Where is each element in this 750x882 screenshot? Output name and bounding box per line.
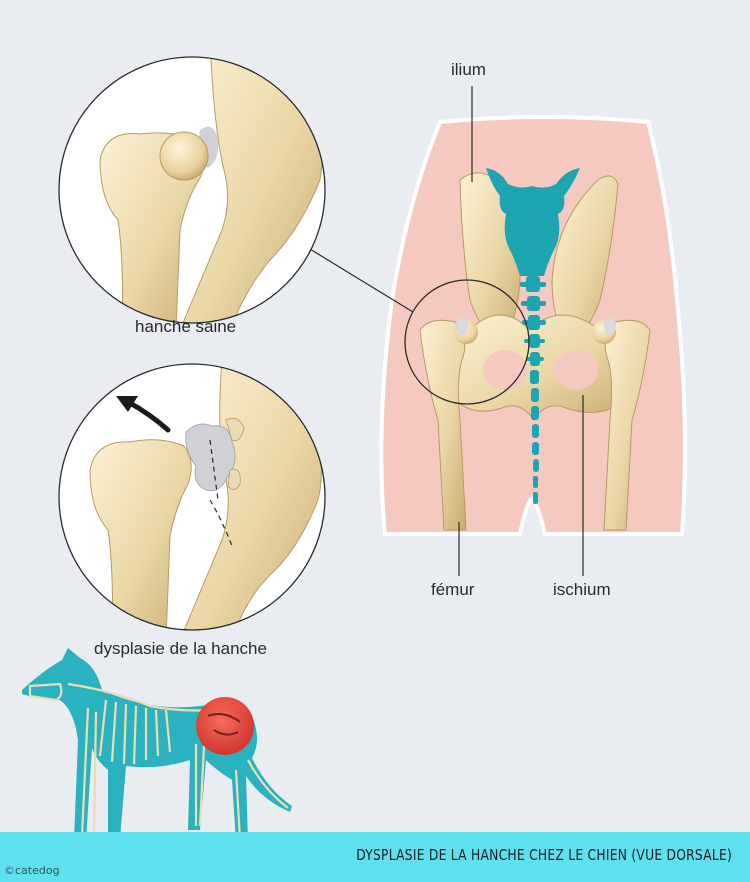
title-banner: DYSPLASIE DE LA HANCHE CHEZ LE CHIEN (VU…: [0, 832, 750, 882]
arrow-icon: [116, 396, 171, 433]
ischium-label: ischium: [553, 580, 611, 599]
healthy-hip-caption: hanche saine: [135, 317, 237, 336]
pelvis: [419, 172, 651, 531]
connector-line: [304, 245, 414, 313]
credit-text: ©catedog: [4, 864, 60, 877]
dog-illustration: [22, 648, 292, 842]
dysplasia-caption: dysplasie de la hanche: [94, 639, 267, 658]
page-title: DYSPLASIE DE LA HANCHE CHEZ LE CHIEN (VU…: [356, 846, 732, 864]
healthy-hip-zoom: [58, 56, 326, 324]
hip-highlight: [196, 697, 254, 755]
dysplasia-hip-zoom: [58, 363, 326, 631]
hip-focus-circle: [404, 279, 530, 405]
femur-label: fémur: [431, 580, 475, 599]
ilium-label: ilium: [451, 60, 486, 79]
